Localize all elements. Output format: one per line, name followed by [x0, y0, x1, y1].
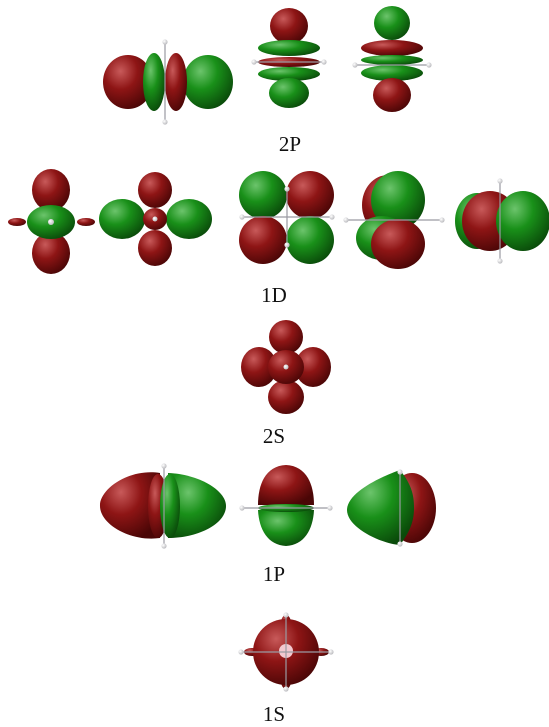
atom-sphere [328, 649, 334, 655]
red-lobe [258, 465, 314, 505]
red-lobe [269, 320, 303, 354]
red-lobe [286, 171, 334, 219]
level-label-2p: 2P [278, 132, 302, 156]
orbital-1p-b [258, 465, 314, 546]
red-lobe [270, 8, 308, 44]
red-lobe [99, 472, 160, 539]
atom-sphere [283, 612, 289, 618]
level-label-2s: 2S [262, 424, 286, 448]
orbital-1p-a [99, 472, 226, 539]
atom-sphere [162, 39, 168, 45]
atom-sphere [48, 219, 54, 225]
atom-sphere [497, 178, 503, 184]
green-lobe [286, 216, 334, 264]
red-lobe [239, 216, 287, 264]
green-lobe [143, 53, 165, 111]
atom-sphere [321, 59, 327, 65]
green-lobe [258, 510, 314, 546]
atom-sphere [352, 62, 358, 68]
green-lobe [371, 171, 425, 229]
red-lobe [241, 347, 277, 387]
atom-sphere [329, 214, 335, 220]
green-lobe [183, 55, 233, 109]
red-lobe [32, 169, 70, 211]
red-lobe [165, 53, 187, 111]
atom-sphere [397, 541, 403, 547]
atom-sphere [283, 686, 289, 692]
red-lobe [138, 230, 172, 266]
orbital-2p-a [103, 53, 233, 111]
level-label-1d: 1D [261, 283, 287, 307]
orbital-1d-d [356, 171, 425, 269]
green-lobe [168, 473, 226, 538]
green-lobe [166, 199, 212, 239]
red-lobe [268, 380, 304, 414]
atom-sphere [238, 649, 244, 655]
green-lobe [99, 199, 145, 239]
level-label-1p: 1P [262, 562, 286, 586]
atom-sphere [426, 62, 432, 68]
atom-sphere [251, 59, 257, 65]
green-lobe [361, 55, 423, 65]
green-lobe [258, 40, 320, 56]
red-lobe [295, 347, 331, 387]
atom-sphere [161, 463, 167, 469]
red-lobe [103, 55, 153, 109]
atom-sphere [162, 119, 168, 125]
orbital-1d-e [455, 191, 549, 251]
green-lobe [239, 171, 287, 219]
atom-sphere [284, 242, 290, 248]
orbital-2p-c [361, 6, 423, 112]
green-lobe [374, 6, 410, 40]
orbital-2p-b [258, 8, 320, 108]
atom-sphere [239, 505, 245, 511]
atom-sphere [397, 469, 403, 475]
green-lobe [269, 78, 309, 108]
red-lobe [361, 40, 423, 56]
green-lobe [258, 67, 320, 81]
green-lobe [361, 65, 423, 81]
atom-sphere [284, 186, 290, 192]
red-lobe [371, 219, 425, 269]
atom-sphere [283, 364, 289, 370]
atom-sphere [343, 217, 349, 223]
atom-sphere [327, 505, 333, 511]
atom-sphere [161, 543, 167, 549]
green-lobe [347, 470, 414, 545]
level-label-1s: 1S [262, 702, 286, 726]
red-lobe [138, 172, 172, 208]
orbital-1p-c [347, 470, 436, 545]
green-lobe [160, 474, 180, 538]
atom-sphere [439, 217, 445, 223]
red-lobe [77, 218, 95, 226]
atom-sphere [239, 214, 245, 220]
red-lobe [32, 232, 70, 274]
red-lobe [373, 78, 411, 112]
red-lobe [8, 218, 26, 226]
green-lobe [496, 191, 549, 251]
atom-sphere [152, 216, 158, 222]
orbital-1d-c [239, 171, 334, 264]
atom-sphere [497, 258, 503, 264]
